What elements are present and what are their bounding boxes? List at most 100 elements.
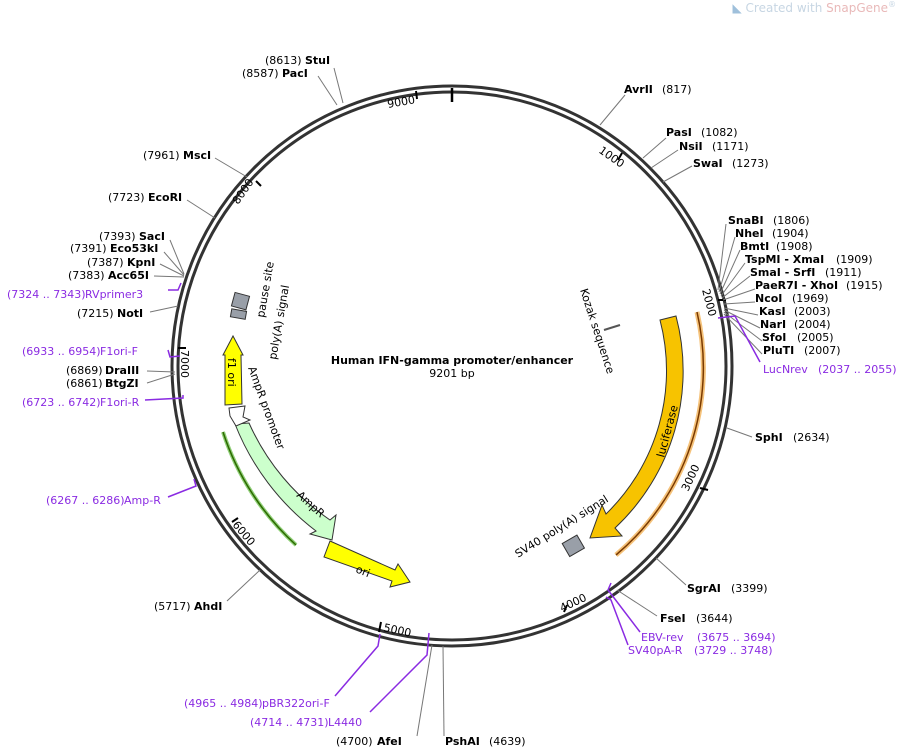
site-name: PaeR7I - XhoI bbox=[755, 279, 838, 292]
site-PluTI[interactable]: PluTI (2007) bbox=[763, 344, 841, 357]
tick-label-5000: 5000 bbox=[382, 621, 412, 640]
site-pos: (2634) bbox=[793, 431, 830, 444]
site-AhdI[interactable]: (5717) AhdI bbox=[154, 569, 261, 613]
site-NotI[interactable]: (7215) NotI bbox=[77, 305, 179, 320]
watermark-brand: SnapGene bbox=[826, 1, 888, 15]
primer-name: EBV-rev bbox=[641, 631, 684, 644]
site-SacI[interactable]: (7393) SacI bbox=[99, 230, 165, 243]
site-name: SacI bbox=[139, 230, 165, 243]
site-Eco53kI[interactable]: (7391) Eco53kI bbox=[70, 242, 158, 255]
site-SmaI-SrfI[interactable]: SmaI - SrfI (1911) bbox=[750, 266, 862, 279]
primer-EBV-rev[interactable]: EBV-rev (3675 .. 3694) bbox=[607, 582, 776, 644]
primer-range: (6933 .. 6954) bbox=[22, 345, 101, 358]
site-name: NarI bbox=[760, 318, 786, 331]
site-pos: (1969) bbox=[792, 292, 829, 305]
site-StuI[interactable]: (8613) StuI bbox=[265, 54, 344, 104]
tick-5000: 5000 bbox=[378, 621, 412, 640]
site-name: SphI bbox=[755, 431, 783, 444]
site-NheI[interactable]: NheI (1904) bbox=[735, 227, 809, 240]
site-MscI[interactable]: (7961) MscI bbox=[143, 149, 248, 178]
kozak-label: Kozak sequence bbox=[577, 287, 617, 376]
site-cluster-7390 bbox=[153, 239, 185, 278]
watermark-prefix: Created with bbox=[745, 1, 827, 15]
primer-range: (3729 .. 3748) bbox=[694, 644, 773, 657]
primer-Amp-R[interactable]: (6267 .. 6286) Amp-R bbox=[46, 478, 197, 507]
primer-range: (4965 .. 4984) bbox=[184, 697, 263, 710]
site-TspMI-XmaI[interactable]: TspMI - XmaI (1909) bbox=[745, 253, 873, 266]
site-PacI[interactable]: (8587) PacI bbox=[242, 67, 338, 106]
site-name: MscI bbox=[183, 149, 211, 162]
site-name: NheI bbox=[735, 227, 764, 240]
site-PshAI[interactable]: PshAI (4639) bbox=[442, 645, 526, 748]
site-pos: (1904) bbox=[772, 227, 809, 240]
luciferase-feature[interactable] bbox=[589, 315, 684, 539]
primer-SV40pA-R[interactable]: SV40pA-R (3729 .. 3748) bbox=[605, 596, 773, 657]
site-pos: (7387) bbox=[87, 256, 124, 269]
primer-F1ori-R[interactable]: (6723 .. 6742) F1ori-R bbox=[22, 395, 184, 409]
site-EcoRI[interactable]: (7723) EcoRI bbox=[108, 191, 216, 219]
site-pos: (2005) bbox=[797, 331, 834, 344]
site-SphI[interactable]: SphI (2634) bbox=[726, 427, 830, 444]
ampr-strand-core bbox=[222, 431, 297, 546]
primer-F1ori-F[interactable]: (6933 .. 6954) F1ori-F bbox=[22, 345, 181, 358]
ampr-feature[interactable] bbox=[234, 422, 337, 541]
site-SnaBI[interactable]: SnaBI (1806) bbox=[728, 214, 810, 227]
site-SfoI[interactable]: SfoI (2005) bbox=[762, 331, 834, 344]
polya-feature[interactable] bbox=[229, 308, 248, 320]
site-pos: (7391) bbox=[70, 242, 107, 255]
site-SwaI[interactable]: SwaI (1273) bbox=[662, 157, 769, 183]
site-NsiI[interactable]: NsiI (1171) bbox=[650, 140, 749, 169]
site-name: SmaI - SrfI bbox=[750, 266, 815, 279]
site-name: KpnI bbox=[127, 256, 155, 269]
tick-9000: 9000 bbox=[386, 90, 418, 111]
site-AfeI[interactable]: (4700) AfeI bbox=[336, 644, 433, 748]
site-pos: (2003) bbox=[794, 305, 831, 318]
site-name: AhdI bbox=[194, 600, 222, 613]
site-name: PshAI bbox=[445, 735, 480, 748]
primer-range: (2037 .. 2055) bbox=[818, 363, 897, 376]
primer-RVprimer3[interactable]: (7324 .. 7343) RVprimer3 bbox=[7, 282, 182, 301]
site-pos: (817) bbox=[662, 83, 692, 96]
luciferase-strand-core bbox=[615, 311, 705, 556]
site-name: FseI bbox=[660, 612, 686, 625]
site-name: PluTI bbox=[763, 344, 794, 357]
site-name: AvrII bbox=[624, 83, 653, 96]
site-SgrAI[interactable]: SgrAI (3399) bbox=[655, 557, 768, 595]
site-FseI[interactable]: FseI (3644) bbox=[616, 589, 733, 625]
site-BmtI[interactable]: BmtI (1908) bbox=[740, 240, 813, 253]
site-NarI[interactable]: NarI (2004) bbox=[760, 318, 831, 331]
site-pos: (3644) bbox=[696, 612, 733, 625]
primer-range: (7324 .. 7343) bbox=[7, 288, 86, 301]
site-pos: (2004) bbox=[794, 318, 831, 331]
tick-1000: 1000 bbox=[596, 144, 626, 171]
site-name: NsiI bbox=[679, 140, 703, 153]
primer-L4440[interactable]: (4714 .. 4731) L4440 bbox=[250, 632, 430, 729]
pause-site-feature[interactable] bbox=[230, 291, 251, 311]
site-pos: (7383) bbox=[68, 269, 105, 282]
f1ori-feature[interactable] bbox=[222, 334, 244, 406]
sv40-terminator[interactable] bbox=[561, 534, 586, 558]
site-name: AfeI bbox=[377, 735, 402, 748]
site-pos: (1915) bbox=[846, 279, 883, 292]
site-name: DraIII bbox=[105, 364, 139, 377]
watermark-reg: ® bbox=[888, 0, 896, 9]
site-PaeR7I-XhoI[interactable]: PaeR7I - XhoI (1915) bbox=[755, 279, 883, 292]
site-BtgZI[interactable]: (6861) BtgZI bbox=[66, 373, 176, 390]
site-Acc65I[interactable]: (7383) Acc65I bbox=[68, 269, 149, 282]
site-name: PasI bbox=[666, 126, 692, 139]
site-name: PacI bbox=[282, 67, 308, 80]
site-PasI[interactable]: PasI (1082) bbox=[642, 126, 738, 159]
site-name: StuI bbox=[305, 54, 330, 67]
ori-feature[interactable] bbox=[323, 540, 411, 588]
site-pos: (1911) bbox=[825, 266, 862, 279]
site-DraIII[interactable]: (6869) DraIII bbox=[66, 364, 176, 377]
primer-LucNrev[interactable]: LucNrev (2037 .. 2055) bbox=[717, 315, 897, 376]
f1ori-label: f1 ori bbox=[225, 358, 238, 387]
ori-label: ori bbox=[354, 563, 372, 580]
site-cluster-2000 bbox=[717, 223, 763, 355]
site-NcoI[interactable]: NcoI (1969) bbox=[755, 292, 829, 305]
primer-pBR322ori-F[interactable]: (4965 .. 4984) pBR322ori-F bbox=[184, 633, 381, 710]
site-KasI[interactable]: KasI (2003) bbox=[759, 305, 831, 318]
site-AvrII[interactable]: AvrII (817) bbox=[599, 83, 692, 126]
site-KpnI[interactable]: (7387) KpnI bbox=[87, 256, 155, 269]
